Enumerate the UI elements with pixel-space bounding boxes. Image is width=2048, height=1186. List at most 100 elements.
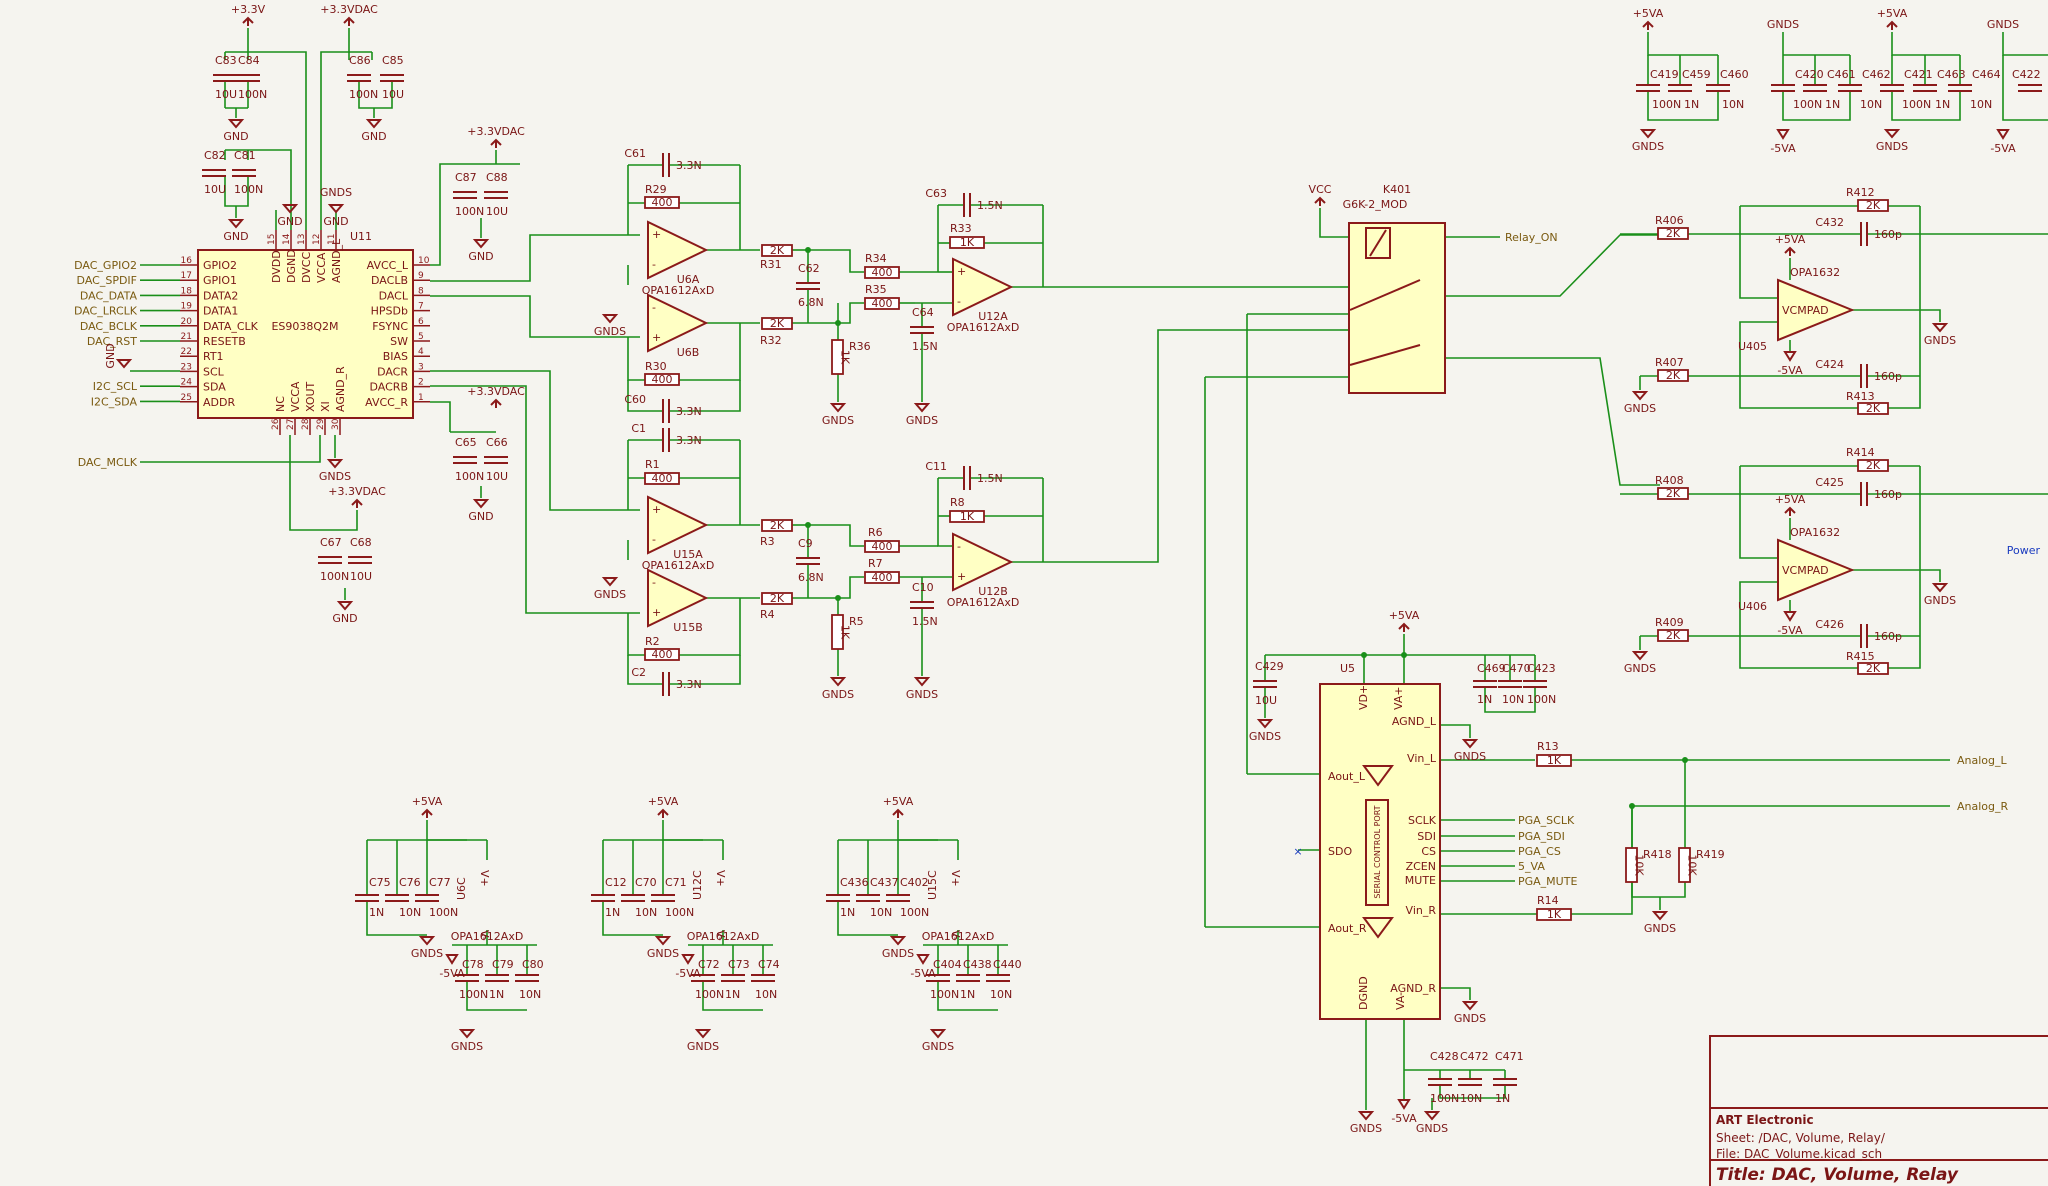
dac-pin-label: DACR xyxy=(377,365,408,378)
dac-pin-number: 14 xyxy=(282,233,292,245)
power-arrow xyxy=(343,16,355,24)
gnds-label: GNDS xyxy=(320,186,352,199)
ground-net: GND xyxy=(468,510,493,523)
resistor-value: 400 xyxy=(652,196,673,209)
resistor-ref: R7 xyxy=(868,557,883,570)
pa-cap-ref: C463 xyxy=(1937,68,1966,81)
wire xyxy=(837,901,898,936)
wire xyxy=(430,234,640,282)
ground-symbol xyxy=(913,403,931,413)
gnds-top: GNDS xyxy=(1767,18,1799,31)
power-amp-func: VCMPAD xyxy=(1782,304,1829,317)
no-connect: × xyxy=(1293,845,1302,858)
ground-symbol xyxy=(694,1029,712,1039)
dac-part: ES9038Q2M xyxy=(271,320,338,333)
power-arrow xyxy=(490,398,502,406)
gnd-label: GND xyxy=(104,343,117,368)
minus-sign: - xyxy=(652,533,656,546)
opamp-part: OPA1612AxD xyxy=(947,321,1020,334)
dac-input-label: DAC_LRCLK xyxy=(74,305,138,318)
wire xyxy=(320,28,350,230)
pa-cap-ref: C459 xyxy=(1682,68,1711,81)
resistor xyxy=(644,373,680,386)
wire xyxy=(669,655,741,685)
resistor-ref: R6 xyxy=(868,526,883,539)
power-amp-part: OPA1632 xyxy=(1790,526,1840,539)
resistor xyxy=(949,510,985,523)
pga-pin: SCLK xyxy=(1408,814,1437,827)
cap-ref: C63 xyxy=(925,187,947,200)
wire xyxy=(627,337,645,381)
resistor-ref: R418 xyxy=(1643,848,1672,861)
op-cap-ref: C402 xyxy=(900,876,929,889)
resistor xyxy=(1657,227,1689,240)
wire xyxy=(358,81,393,109)
dac-pin-label: DACL xyxy=(379,289,409,302)
resistor-ref: R5 xyxy=(849,615,864,628)
power-amp-func: VCMPAD xyxy=(1782,564,1829,577)
op-cap-ref: C80 xyxy=(522,958,544,971)
opamp-body xyxy=(647,495,709,555)
cap-ref: C64 xyxy=(912,306,934,319)
ground-net: GND xyxy=(277,215,302,228)
dac-pin-number: 11 xyxy=(327,234,337,245)
wire xyxy=(140,435,321,463)
ground-net: GNDS xyxy=(922,1040,954,1053)
op-cap-value: 100N xyxy=(695,988,724,1001)
relay-body xyxy=(1348,222,1446,394)
resistor xyxy=(1857,662,1889,675)
resistor-value: 1K xyxy=(960,510,975,523)
resistor-ref: R2 xyxy=(645,635,660,648)
opamp-part: OPA1612AxD xyxy=(642,284,715,297)
analog-r-label: Analog_R xyxy=(1957,800,2009,813)
wire xyxy=(1445,234,1660,297)
op-cap-value: 10N xyxy=(755,988,777,1001)
pga-buffer xyxy=(1362,917,1394,939)
pga-pin: Vin_L xyxy=(1407,752,1437,765)
resistor xyxy=(1857,199,1889,212)
resistor-value: 400 xyxy=(652,472,673,485)
resistor xyxy=(1536,754,1572,767)
neg-supply-net: -5VA xyxy=(439,967,465,980)
cap-ref: C87 xyxy=(455,171,477,184)
relay-contact xyxy=(1349,344,1421,366)
resistor-ref: R13 xyxy=(1537,740,1559,753)
op-cap-value: 10N xyxy=(399,906,421,919)
pga-pin: CS xyxy=(1421,845,1436,858)
dac-pin-number: 20 xyxy=(181,317,193,327)
cap-ref: C432 xyxy=(1815,216,1844,229)
vplus-label: V+ xyxy=(478,870,491,887)
pa-cap-value: 100N xyxy=(1793,98,1822,111)
dac-pin-label: AGND_R xyxy=(334,366,347,412)
ground-net: GND xyxy=(332,612,357,625)
op-cap-ref: C440 xyxy=(993,958,1022,971)
cap-ref: C67 xyxy=(320,536,342,549)
resistor-value: 10K xyxy=(1686,854,1699,876)
vplus-label: V+ xyxy=(714,870,727,887)
ground-symbol xyxy=(601,577,619,587)
wire xyxy=(247,28,307,230)
resistor xyxy=(831,339,844,375)
neg-supply-symbol xyxy=(445,954,459,965)
op-cap-value: 1N xyxy=(369,906,384,919)
pa-cap-ref: C461 xyxy=(1827,68,1856,81)
resistor-value: 2K xyxy=(1666,629,1681,642)
resistor-value: 1K xyxy=(960,236,975,249)
dac-pin-number: 1 xyxy=(418,393,424,403)
dac-pin-label: SW xyxy=(390,335,408,348)
i2c-label: I2C_SDA xyxy=(91,395,138,408)
opamp-ref: U12A xyxy=(978,310,1008,323)
cap-ref: C88 xyxy=(486,171,508,184)
opamp-ref: U15A xyxy=(673,548,703,561)
op-cap-ref: C79 xyxy=(492,958,514,971)
resistor-value: 1K xyxy=(839,350,852,365)
neg-supply-symbol xyxy=(681,954,695,965)
dac-pin-label: DATA_CLK xyxy=(203,320,259,333)
ground-net: GNDS xyxy=(906,414,938,427)
resistor-ref: R413 xyxy=(1846,390,1875,403)
resistor-value: 2K xyxy=(1666,487,1681,500)
cap-ref: C1 xyxy=(631,422,646,435)
dac-chip xyxy=(197,249,414,419)
pga-pin: VD+ xyxy=(1357,685,1370,710)
wire xyxy=(702,981,763,1011)
